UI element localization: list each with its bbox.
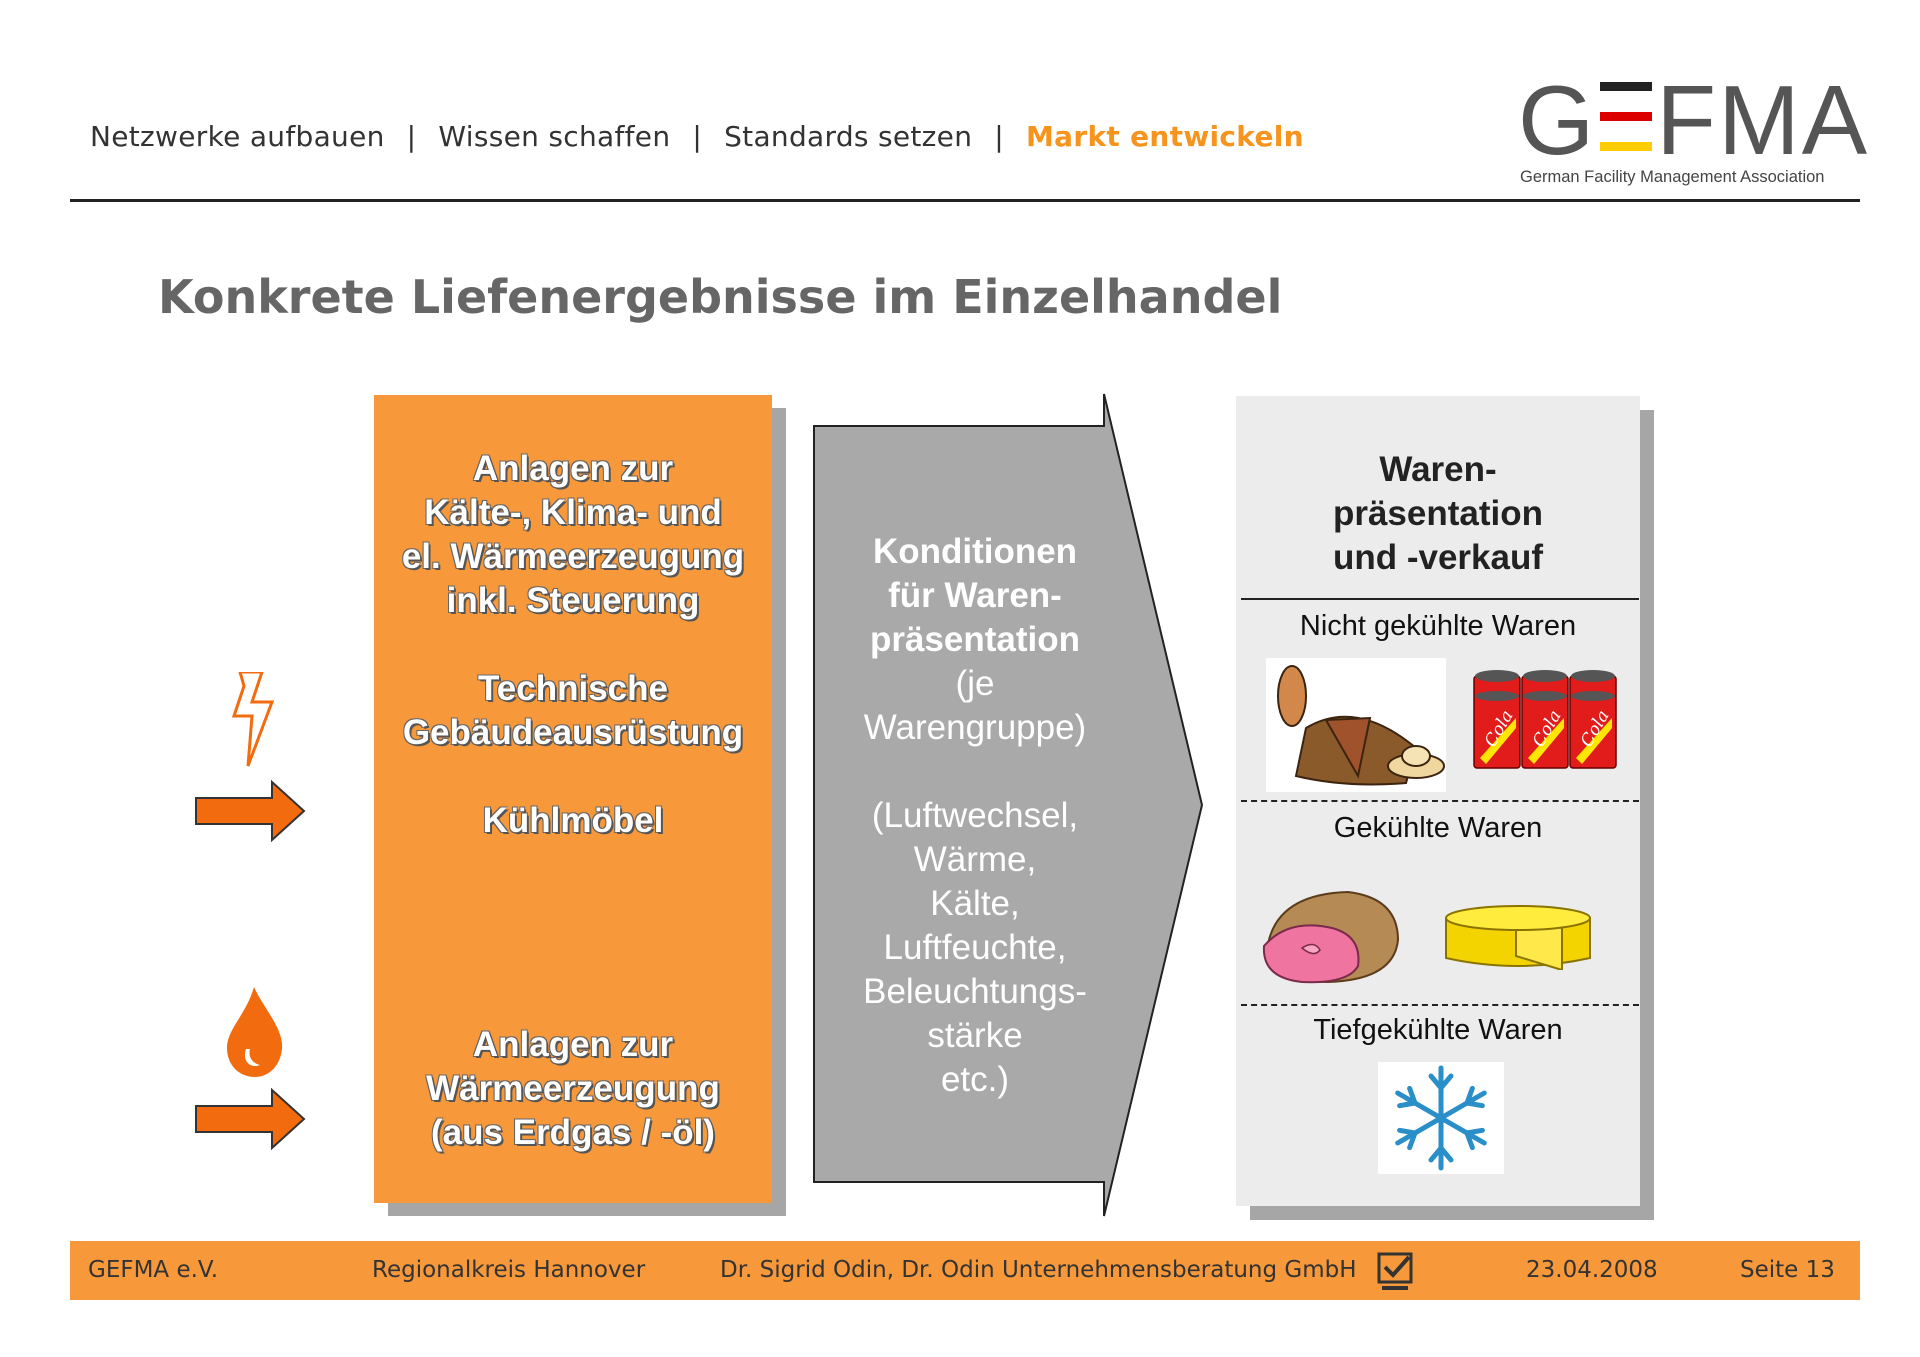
snowflake-icon — [1378, 1062, 1504, 1174]
nav-separator: | — [407, 120, 417, 153]
conditions-text: Konditionen für Waren- präsentation (je … — [812, 530, 1138, 1102]
footer-bar: GEFMA e.V. Regionalkreis Hannover Dr. Si… — [70, 1241, 1860, 1300]
footer-author: Dr. Sigrid Odin, Dr. Odin Unternehmensbe… — [720, 1257, 1357, 1283]
hats-bag-image — [1266, 658, 1446, 792]
header-navigation: Netzwerke aufbauen | Wissen schaffen | Stand… — [90, 120, 1304, 153]
footer-page-number: Seite 13 — [1740, 1257, 1835, 1283]
refrigerated-furniture-label: Kühlmöbel — [374, 799, 772, 843]
cheese-image — [1442, 898, 1594, 970]
consulting-logo-icon — [1376, 1251, 1416, 1293]
right-arrow-icon — [194, 1088, 306, 1150]
flame-icon — [224, 985, 286, 1079]
header-divider — [70, 199, 1860, 202]
section-divider — [1241, 800, 1639, 802]
nav-item-wissen: Wissen schaffen — [438, 120, 670, 153]
section-cooled-goods: Gekühlte Waren — [1236, 812, 1640, 845]
footer-organization: GEFMA e.V. — [88, 1257, 218, 1283]
logo-tagline: German Facility Management Association — [1520, 168, 1824, 187]
nav-item-markt-active: Markt entwickeln — [1026, 120, 1304, 153]
section-divider — [1241, 1004, 1639, 1006]
footer-region: Regionalkreis Hannover — [372, 1257, 645, 1283]
cola-cans-image: Cola Cola Cola — [1472, 666, 1620, 770]
logo-letter-g: G — [1518, 65, 1596, 175]
lightning-icon — [228, 672, 278, 768]
logo-letters-fma: FMA — [1656, 65, 1869, 175]
ham-image — [1258, 884, 1404, 986]
heading-divider — [1241, 598, 1639, 600]
right-arrow-icon — [194, 780, 306, 842]
section-non-cooled-goods: Nicht gekühlte Waren — [1236, 610, 1640, 643]
footer-date: 23.04.2008 — [1526, 1257, 1658, 1283]
slide-title: Konkrete Liefenergebnisse im Einzelhande… — [158, 270, 1282, 324]
section-frozen-goods: Tiefgekühlte Waren — [1236, 1014, 1640, 1047]
logo-flag-e-icon — [1600, 78, 1652, 154]
nav-item-standards: Standards setzen — [724, 120, 972, 153]
nav-item-netzwerke: Netzwerke aufbauen — [90, 120, 385, 153]
nav-separator: | — [692, 120, 702, 153]
nav-separator: | — [994, 120, 1004, 153]
